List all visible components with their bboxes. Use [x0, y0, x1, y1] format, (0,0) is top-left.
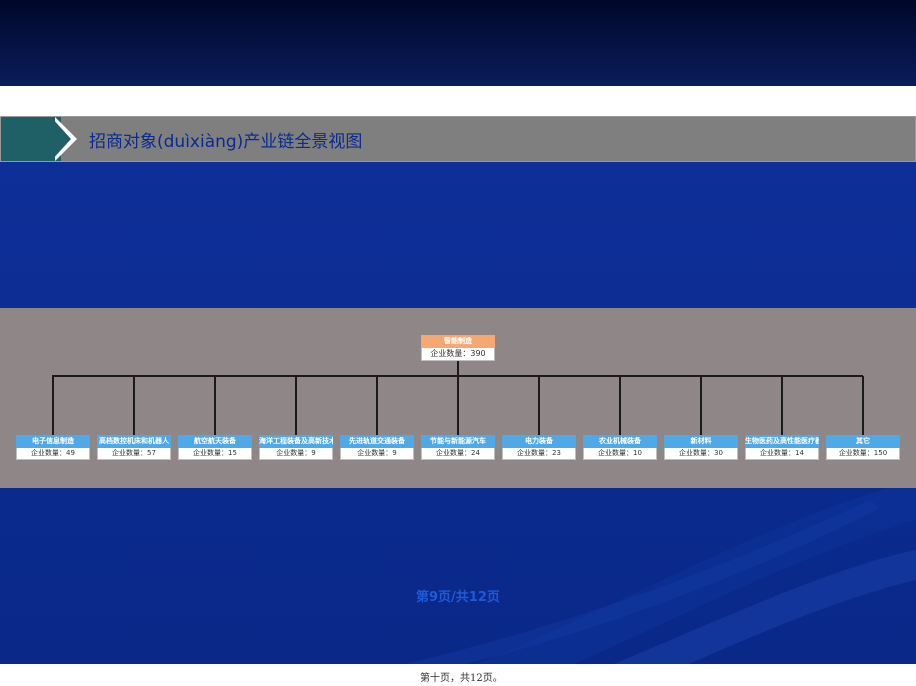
child-node: 电力装备 企业数量：23 — [502, 435, 576, 460]
child-node-count: 企业数量：24 — [421, 448, 495, 460]
child-node-count: 企业数量：23 — [502, 448, 576, 460]
branch-connector — [700, 376, 702, 435]
child-node-label: 生物医药及高性能医疗器械 — [745, 435, 819, 448]
child-node-label: 电力装备 — [502, 435, 576, 448]
child-node-count: 企业数量：49 — [16, 448, 90, 460]
child-node-label: 先进轨道交通装备 — [340, 435, 414, 448]
slide-title: 招商对象(duìxiàng)产业链全景视图 — [89, 132, 363, 152]
root-node-count: 企业数量：390 — [421, 348, 495, 361]
child-node: 生物医药及高性能医疗器械 企业数量：14 — [745, 435, 819, 460]
header-white-strip — [0, 86, 916, 116]
header-dark-band — [0, 0, 916, 86]
root-connector — [457, 361, 459, 376]
child-node-count: 企业数量：150 — [826, 448, 900, 460]
title-bar: 招商对象(duìxiàng)产业链全景视图 — [0, 116, 916, 162]
child-node-count: 企业数量：15 — [178, 448, 252, 460]
child-node: 电子信息制造 企业数量：49 — [16, 435, 90, 460]
child-node: 海洋工程装备及高新技术船舶 企业数量：9 — [259, 435, 333, 460]
root-node: 智能制造 企业数量：390 — [421, 335, 495, 361]
child-node: 农业机械装备 企业数量：10 — [583, 435, 657, 460]
child-node-label: 新材料 — [664, 435, 738, 448]
branch-connector — [619, 376, 621, 435]
branch-connector — [295, 376, 297, 435]
root-node-label: 智能制造 — [421, 335, 495, 348]
branch-connector — [781, 376, 783, 435]
branch-connector — [52, 376, 54, 435]
child-node-label: 航空航天装备 — [178, 435, 252, 448]
child-node-label: 电子信息制造 — [16, 435, 90, 448]
child-node: 高档数控机床和机器人 企业数量：57 — [97, 435, 171, 460]
branch-connector — [862, 376, 864, 435]
child-node-count: 企业数量：14 — [745, 448, 819, 460]
decorative-swoosh — [300, 480, 916, 686]
child-node: 航空航天装备 企业数量：15 — [178, 435, 252, 460]
child-node: 其它 企业数量：150 — [826, 435, 900, 460]
child-node-label: 其它 — [826, 435, 900, 448]
child-node-count: 企业数量：10 — [583, 448, 657, 460]
child-node: 先进轨道交通装备 企业数量：9 — [340, 435, 414, 460]
child-node: 新材料 企业数量：30 — [664, 435, 738, 460]
branch-connector — [214, 376, 216, 435]
child-node-count: 企业数量：9 — [259, 448, 333, 460]
child-node: 节能与新能源汽车 企业数量：24 — [421, 435, 495, 460]
page-indicator: 第9页/共12页 — [416, 590, 500, 605]
child-node-count: 企业数量：57 — [97, 448, 171, 460]
child-node-label: 农业机械装备 — [583, 435, 657, 448]
chevron-inner-shape — [51, 117, 71, 161]
branch-connector — [376, 376, 378, 435]
footer-text: 第十页，共12页。 — [420, 673, 503, 684]
branch-connector — [457, 376, 459, 435]
child-node-count: 企业数量：9 — [340, 448, 414, 460]
child-node-label: 高档数控机床和机器人 — [97, 435, 171, 448]
branch-connector — [538, 376, 540, 435]
child-node-count: 企业数量：30 — [664, 448, 738, 460]
child-node-label: 海洋工程装备及高新技术船舶 — [259, 435, 333, 448]
branch-connector — [133, 376, 135, 435]
child-node-label: 节能与新能源汽车 — [421, 435, 495, 448]
footer-strip — [0, 664, 916, 686]
